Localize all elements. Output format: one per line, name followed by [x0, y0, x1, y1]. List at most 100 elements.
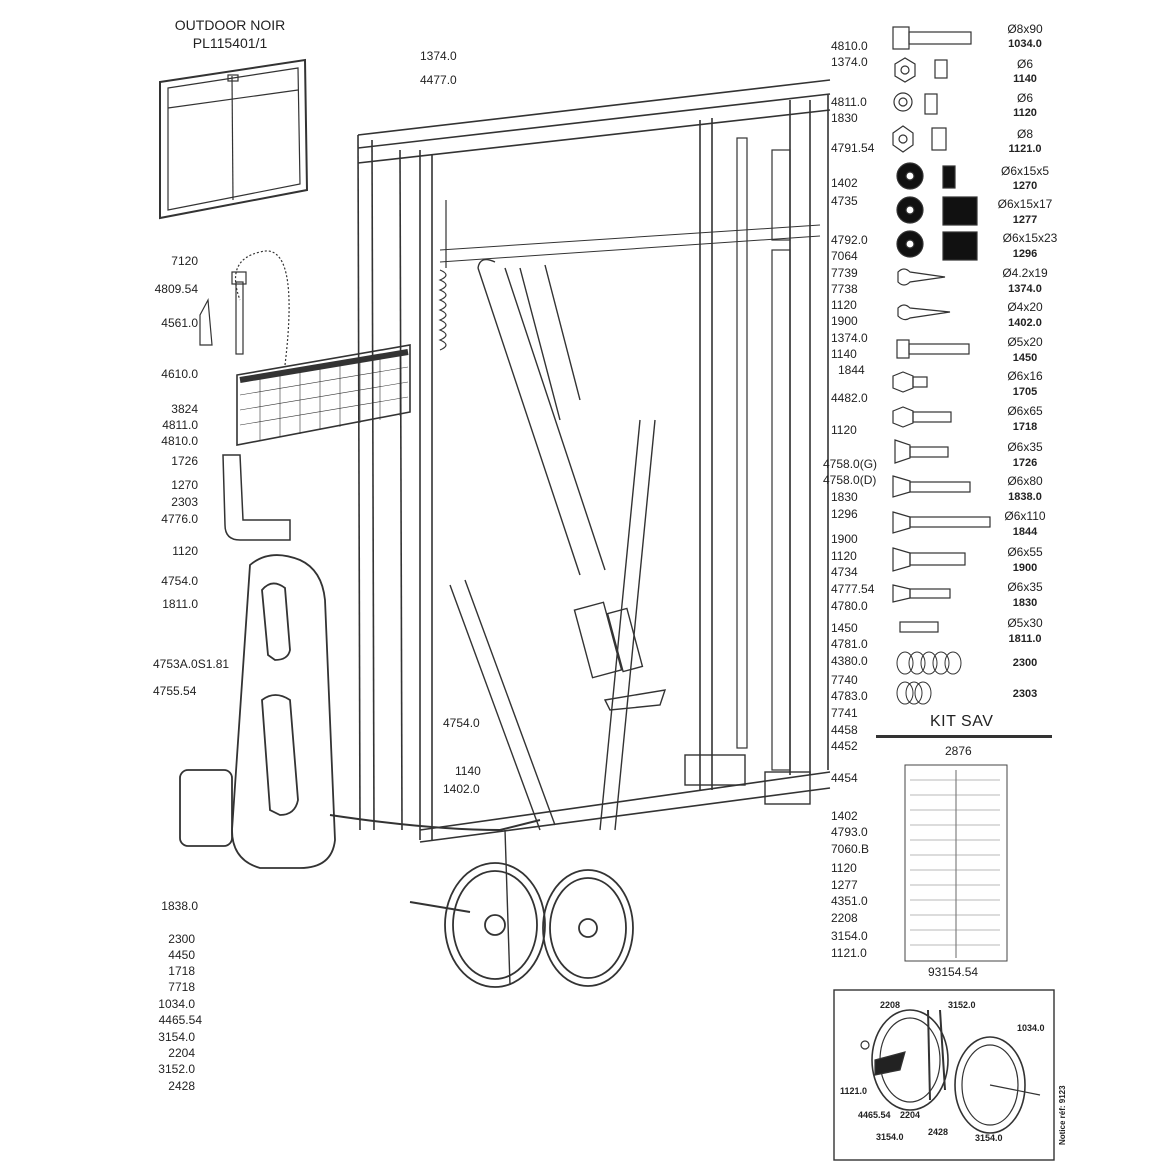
- part-label: 1120: [831, 549, 857, 563]
- part-label: 1140: [455, 764, 481, 778]
- part-label: 4758.0(D): [823, 473, 877, 487]
- part-label: 4380.0: [831, 654, 868, 668]
- hardware-code: 1277: [1012, 214, 1038, 226]
- inset-label: 1121.0: [840, 1086, 868, 1096]
- hardware-code: 2303: [1012, 688, 1038, 700]
- hardware-code: 1374.0: [1008, 283, 1042, 295]
- part-label: 1034.0: [158, 997, 195, 1011]
- hardware-code: 1844: [1012, 526, 1038, 538]
- hardware-code: 1140: [1013, 73, 1037, 85]
- part-label: 1296: [831, 507, 858, 521]
- inset-label: 3154.0: [975, 1133, 1003, 1143]
- part-label: 1140: [831, 347, 857, 361]
- part-label: 4811.0: [831, 95, 867, 109]
- part-label: 4777.54: [831, 582, 875, 596]
- hardware-code: 1900: [1012, 562, 1038, 574]
- logo-plate: [179, 769, 233, 847]
- part-label: 1120: [831, 861, 857, 875]
- hardware-spec: Ø6x35: [1007, 580, 1043, 594]
- part-label: 1450: [831, 621, 858, 635]
- hardware-spec: Ø6x15x5: [1000, 164, 1050, 178]
- part-label: 2208: [831, 911, 858, 925]
- part-label: 1277: [831, 878, 858, 892]
- part-label: 1718: [168, 964, 195, 978]
- kit-divider: [876, 735, 1052, 738]
- support-arms: [449, 419, 667, 831]
- hardware-spec: Ø6x15x17: [997, 197, 1053, 211]
- part-label: 1120: [172, 544, 198, 558]
- part-label: 1374.0: [831, 55, 868, 69]
- kit-sav-title: KIT SAV: [930, 713, 994, 730]
- part-label: 3154.0: [831, 929, 868, 943]
- part-label: 1120: [831, 423, 857, 437]
- inset-label: 4465.54: [858, 1110, 891, 1120]
- part-label: 4482.0: [831, 391, 868, 405]
- part-label: 4776.0: [161, 512, 198, 526]
- part-label: 7120: [171, 254, 198, 268]
- part-label: 7738: [831, 282, 858, 296]
- part-label: 4561.0: [161, 316, 198, 330]
- part-label: 4811.0: [162, 418, 198, 432]
- inset-label: 2428: [928, 1127, 949, 1137]
- part-label: 1402: [831, 176, 858, 190]
- part-label: 1726: [171, 454, 198, 468]
- part-label: 4810.0: [161, 434, 198, 448]
- part-label: 1811.0: [162, 597, 198, 611]
- product-title: OUTDOOR NOIR: [174, 17, 286, 33]
- part-label: 1402.0: [443, 782, 480, 796]
- inset-label: 2204: [900, 1110, 921, 1120]
- part-label: 2428: [168, 1079, 195, 1093]
- wheel-axle-frame: [329, 814, 541, 832]
- hardware-code: 1830: [1012, 597, 1038, 609]
- inset-label: 3154.0: [876, 1132, 904, 1142]
- part-label: 4783.0: [831, 689, 868, 703]
- hardware-code: 2300: [1012, 657, 1038, 669]
- hardware-code: 1121.0: [1008, 143, 1042, 155]
- hardware-spec: Ø6x35: [1007, 440, 1043, 454]
- hardware-code: 1705: [1012, 386, 1038, 398]
- hardware-spec: Ø6x16: [1007, 369, 1043, 383]
- leg-housing: [231, 554, 336, 869]
- part-label: 2300: [168, 932, 195, 946]
- kit-number: 2876: [945, 744, 972, 758]
- hardware-code: 1838.0: [1008, 491, 1042, 503]
- hardware-code: 1270: [1012, 180, 1038, 192]
- part-label: 1374.0: [420, 49, 457, 63]
- part-label: 7064: [831, 249, 858, 263]
- part-label: 3154.0: [158, 1030, 195, 1044]
- part-label: 7739: [831, 266, 858, 280]
- hardware-code: 1811.0: [1008, 633, 1042, 645]
- notice-reference: Notice réf: 9123: [1058, 1085, 1067, 1145]
- part-label: 4792.0: [831, 233, 868, 247]
- hardware-code: 1726: [1012, 457, 1038, 469]
- hardware-spec: Ø4.2x19: [1002, 266, 1048, 280]
- part-label: 1844: [838, 363, 865, 377]
- part-label: 4351.0: [831, 894, 868, 908]
- hardware-code: 1296: [1012, 248, 1038, 260]
- hardware-spec: Ø5x20: [1007, 335, 1043, 349]
- hardware-code: 1402.0: [1008, 317, 1042, 329]
- right-wheel: [542, 869, 634, 987]
- corner-protector: [222, 454, 291, 541]
- part-label: 4734: [831, 565, 858, 579]
- hardware-spec: Ø6: [1016, 91, 1033, 105]
- product-reference: PL115401/1: [192, 35, 268, 51]
- part-label: 1900: [831, 532, 858, 546]
- part-label: 7718: [168, 980, 195, 994]
- part-label: 4755.54: [153, 684, 197, 698]
- spring: [438, 200, 447, 351]
- part-label: 4454: [831, 771, 858, 785]
- folded-table-thumbnail: [159, 58, 309, 220]
- net-assembly: [199, 250, 411, 446]
- part-label: 1838.0: [161, 899, 198, 913]
- inset-label: 2208: [880, 1000, 901, 1010]
- part-label: 4754.0: [443, 716, 480, 730]
- part-label: 4458: [831, 723, 858, 737]
- part-label: 4809.54: [154, 282, 198, 296]
- hardware-code: 1120: [1013, 107, 1037, 119]
- kit-card: [904, 764, 1008, 962]
- part-label: 1121.0: [831, 946, 867, 960]
- hardware-code: 1034.0: [1008, 38, 1042, 50]
